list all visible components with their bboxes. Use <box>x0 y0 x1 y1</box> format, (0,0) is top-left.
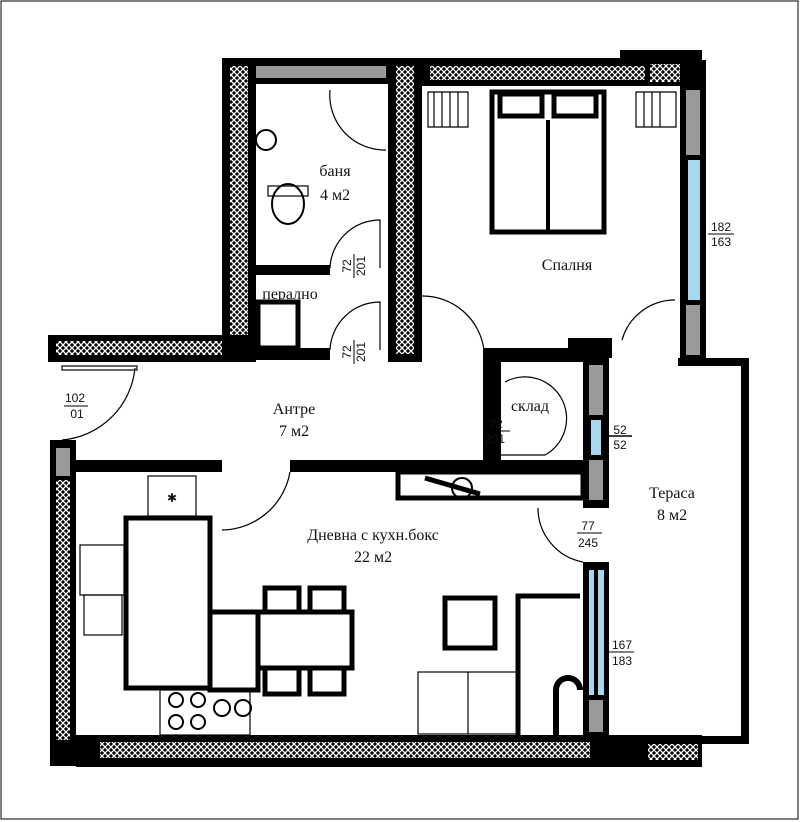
terrace-area: 8 м2 <box>657 507 687 524</box>
svg-text:72: 72 <box>340 259 354 273</box>
hall-name: Антре <box>273 401 315 418</box>
furniture: ✱ <box>79 89 677 736</box>
terrace-name: Тераса <box>649 485 695 502</box>
hall-area: 7 м2 <box>279 423 309 440</box>
svg-text:72: 72 <box>489 417 503 431</box>
living-name: Дневна с кухн.бокс <box>307 527 439 544</box>
svg-text:183: 183 <box>612 654 632 668</box>
svg-text:72: 72 <box>340 345 354 359</box>
storage-name: склад <box>511 398 549 415</box>
svg-text:201: 201 <box>354 256 368 276</box>
walls <box>48 50 749 767</box>
svg-text:182: 182 <box>711 220 731 234</box>
svg-text:167: 167 <box>612 638 632 652</box>
svg-text:01: 01 <box>70 407 84 421</box>
svg-text:245: 245 <box>578 536 598 550</box>
hob-icon: ✱ <box>167 491 177 505</box>
svg-text:201: 201 <box>354 342 368 362</box>
bathroom-name: баня <box>319 163 351 180</box>
doors <box>61 219 676 563</box>
svg-text:163: 163 <box>711 235 731 249</box>
svg-text:77: 77 <box>581 519 595 533</box>
living-area: 22 м2 <box>354 549 392 566</box>
svg-text:201: 201 <box>485 432 505 446</box>
bathroom-area: 4 м2 <box>320 187 350 204</box>
dimension-labels: 102 01 72 201 72 201 72 201 52 52 77 245… <box>64 220 734 668</box>
svg-text:52: 52 <box>613 438 627 452</box>
laundry-name: перално <box>262 286 317 303</box>
bedroom-name: Спалня <box>542 257 593 274</box>
svg-text:102: 102 <box>65 391 85 405</box>
svg-text:52: 52 <box>613 423 627 437</box>
